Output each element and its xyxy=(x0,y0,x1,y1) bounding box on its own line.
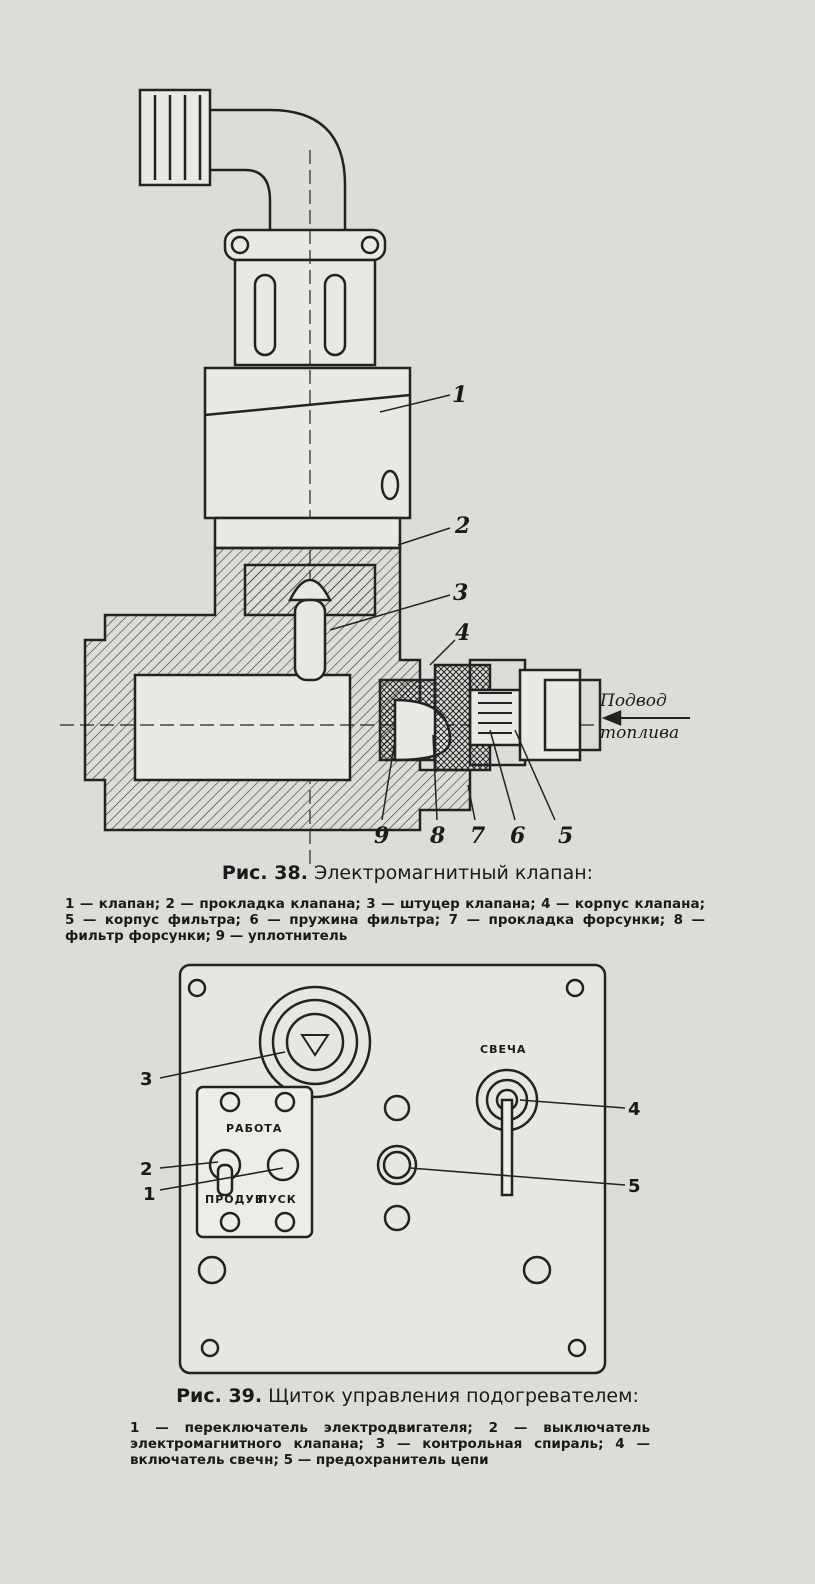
panel-callout-4: 4 xyxy=(628,1099,641,1120)
panel-callout-3: 3 xyxy=(140,1069,153,1090)
solenoid-valve-drawing: 1 2 3 4 5 6 7 8 9 Подвод топлива xyxy=(60,88,690,870)
callout-4: 4 xyxy=(455,620,470,646)
callout-2: 2 xyxy=(454,513,470,539)
panel-callout-2: 2 xyxy=(140,1159,153,1180)
callout-7: 7 xyxy=(470,823,486,849)
callout-6: 6 xyxy=(510,823,525,849)
figure38-caption: Рис. 38. Электромагнитный клапан: xyxy=(0,862,815,884)
fuel-inlet-label-line2: топлива xyxy=(600,723,679,743)
figure38-legend: 1 — клапан; 2 — прокладка клапана; 3 — ш… xyxy=(65,896,705,944)
panel-callout-1: 1 xyxy=(143,1184,156,1205)
label-produv: ПРОДУВ xyxy=(205,1193,264,1206)
label-pusk: ПУСК xyxy=(258,1193,297,1206)
figure38-title: Электромагнитный клапан: xyxy=(313,862,594,884)
callout-3: 3 xyxy=(453,580,468,606)
label-svecha: СВЕЧА xyxy=(480,1043,526,1056)
figure38-number: Рис. 38. xyxy=(221,862,308,884)
panel-callout-5: 5 xyxy=(628,1176,641,1197)
figure39-title: Щиток управления подогревателем: xyxy=(268,1385,639,1407)
figure39-legend: 1 — переключатель электродвигателя; 2 — … xyxy=(130,1420,650,1468)
callout-9: 9 xyxy=(374,823,389,849)
callout-1: 1 xyxy=(452,382,467,408)
fuel-inlet-label-line1: Подвод xyxy=(599,691,667,711)
figure39-caption: Рис. 39. Щиток управления подогревателем… xyxy=(0,1385,815,1407)
control-panel-drawing: 3 2 1 4 5 РАБОТА ПРОДУВ ПУСК СВЕЧА xyxy=(140,963,641,1375)
figure39-number: Рис. 39. xyxy=(176,1385,263,1407)
label-rabota: РАБОТА xyxy=(226,1122,282,1135)
callout-8: 8 xyxy=(429,823,445,849)
callout-5: 5 xyxy=(558,823,573,849)
